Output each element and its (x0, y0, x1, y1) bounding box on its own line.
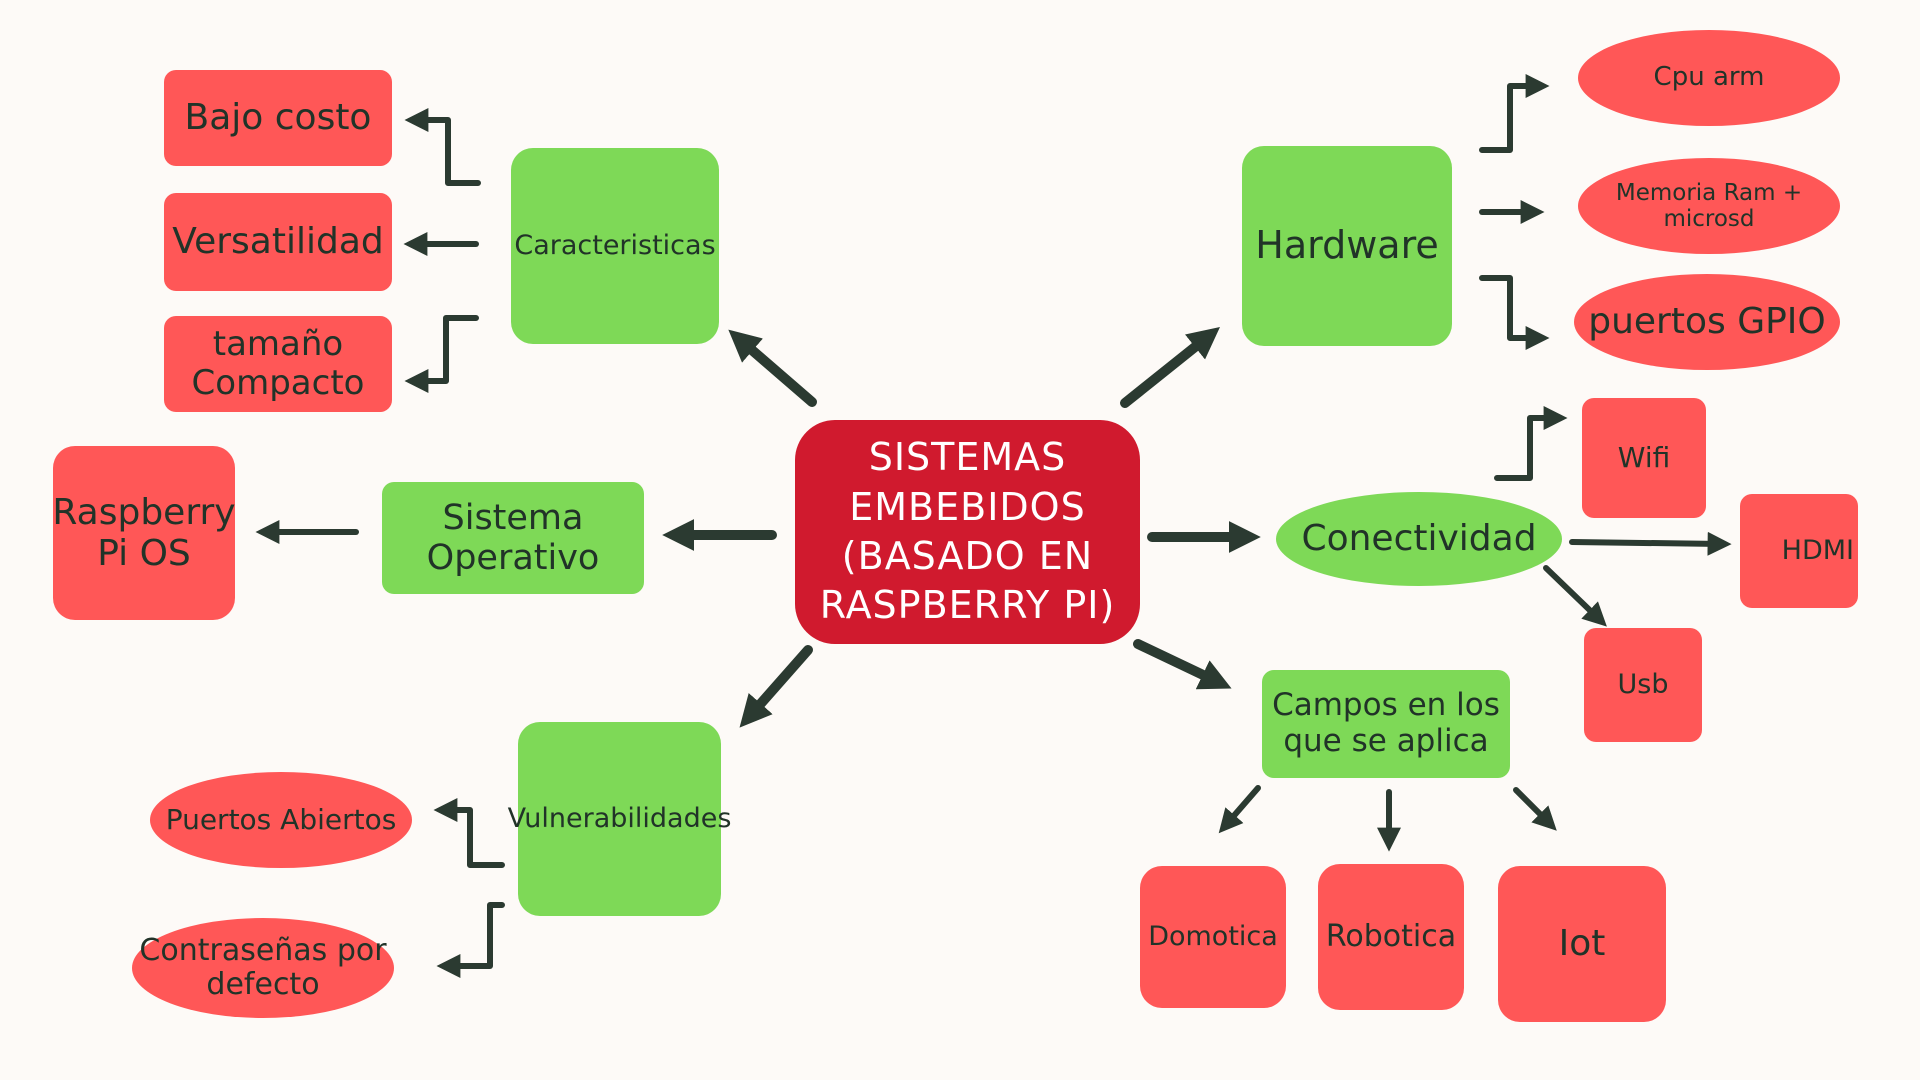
arrow-to-gpio (1479, 275, 1550, 350)
topic-hardware: Hardware (1242, 146, 1452, 346)
item-iot: Iot (1498, 866, 1666, 1022)
arrow-to-hardware (1120, 327, 1220, 408)
arrow-to-puertos-abiertos (433, 798, 505, 868)
item-puertos-gpio: puertos GPIO (1574, 274, 1840, 370)
topic-conectividad: Conectividad (1276, 492, 1562, 586)
arrow-to-contrasenas (436, 902, 505, 978)
arrow-to-bajo-costo (404, 108, 481, 186)
central-topic-label: SISTEMAS EMBEBIDOS (BASADO EN RASPBERRY … (819, 435, 1116, 628)
arrow-to-campos (1133, 639, 1232, 690)
arrow-to-cpu-arm (1479, 74, 1550, 153)
arrow-to-hdmi (1569, 531, 1732, 556)
topic-campos-en-los-que-se-aplica: Campos en los que se aplica (1262, 670, 1510, 778)
arrow-to-tamano-compacto (404, 315, 479, 393)
item-domotica: Domotica (1140, 866, 1286, 1008)
item-contrasenas-por-defecto: Contraseñas por defecto (132, 918, 394, 1018)
topic-caracteristicas-label: Caracteristicas (514, 230, 716, 262)
arrow-to-vulnerabilidades (739, 645, 813, 728)
item-hdmi: HDMI (1740, 494, 1858, 608)
item-raspberry-pi-os: Raspberry Pi OS (52, 446, 236, 620)
item-usb: Usb (1584, 628, 1702, 742)
item-tamano-compacto: tamaño Compacto (164, 316, 392, 412)
item-memoria-ram-microsd: Memoria Ram + microsd (1578, 158, 1840, 254)
item-bajo-costo: Bajo costo (164, 70, 392, 166)
arrow-to-caracteristicas (728, 329, 817, 407)
arrow-to-iot (1513, 787, 1557, 831)
arrow-to-domotica (1218, 785, 1261, 834)
item-puertos-abiertos: Puertos Abiertos (150, 772, 412, 868)
arrow-to-wifi (1494, 406, 1568, 481)
central-topic: SISTEMAS EMBEBIDOS (BASADO EN RASPBERRY … (795, 420, 1140, 644)
item-versatilidad: Versatilidad (164, 193, 392, 291)
item-wifi: Wifi (1582, 398, 1706, 518)
topic-sistema-operativo: Sistema Operativo (382, 482, 644, 594)
arrow-to-usb (1543, 565, 1607, 627)
item-robotica: Robotica (1318, 864, 1464, 1010)
item-cpu-arm: Cpu arm (1578, 30, 1840, 126)
topic-caracteristicas: Caracteristicas (511, 148, 719, 344)
topic-vulnerabilidades: Vulnerabilidades (508, 722, 731, 916)
